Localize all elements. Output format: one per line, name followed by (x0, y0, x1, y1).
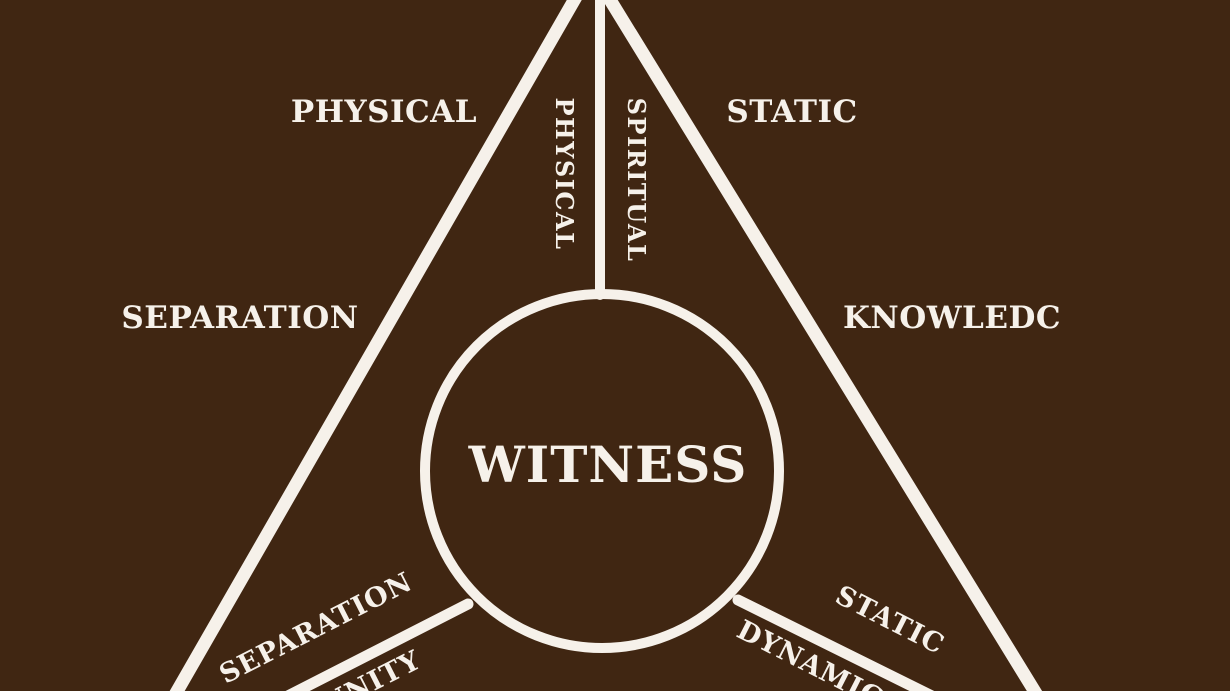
label-separation-mid-left: SEPARATION (121, 300, 358, 336)
label-physical-vertical: PHYSICAL (550, 97, 579, 250)
label-dynamic-spoke: DYNAMIC (732, 614, 888, 691)
triangle-left-edge (169, 0, 582, 691)
label-knowledge-mid-right: KNOWLEDC (843, 300, 1061, 336)
witness-circle (420, 289, 784, 653)
label-physical-top-left: PHYSICAL (291, 94, 477, 130)
label-static-top-right: STATIC (726, 94, 857, 130)
spoke-lower-left (285, 598, 474, 691)
label-spiritual-vertical: SPIRITUAL (622, 98, 651, 263)
center-label: WITNESS (468, 435, 748, 494)
spoke-lower-right (732, 594, 935, 691)
triangle-right-edge (602, 0, 1043, 691)
